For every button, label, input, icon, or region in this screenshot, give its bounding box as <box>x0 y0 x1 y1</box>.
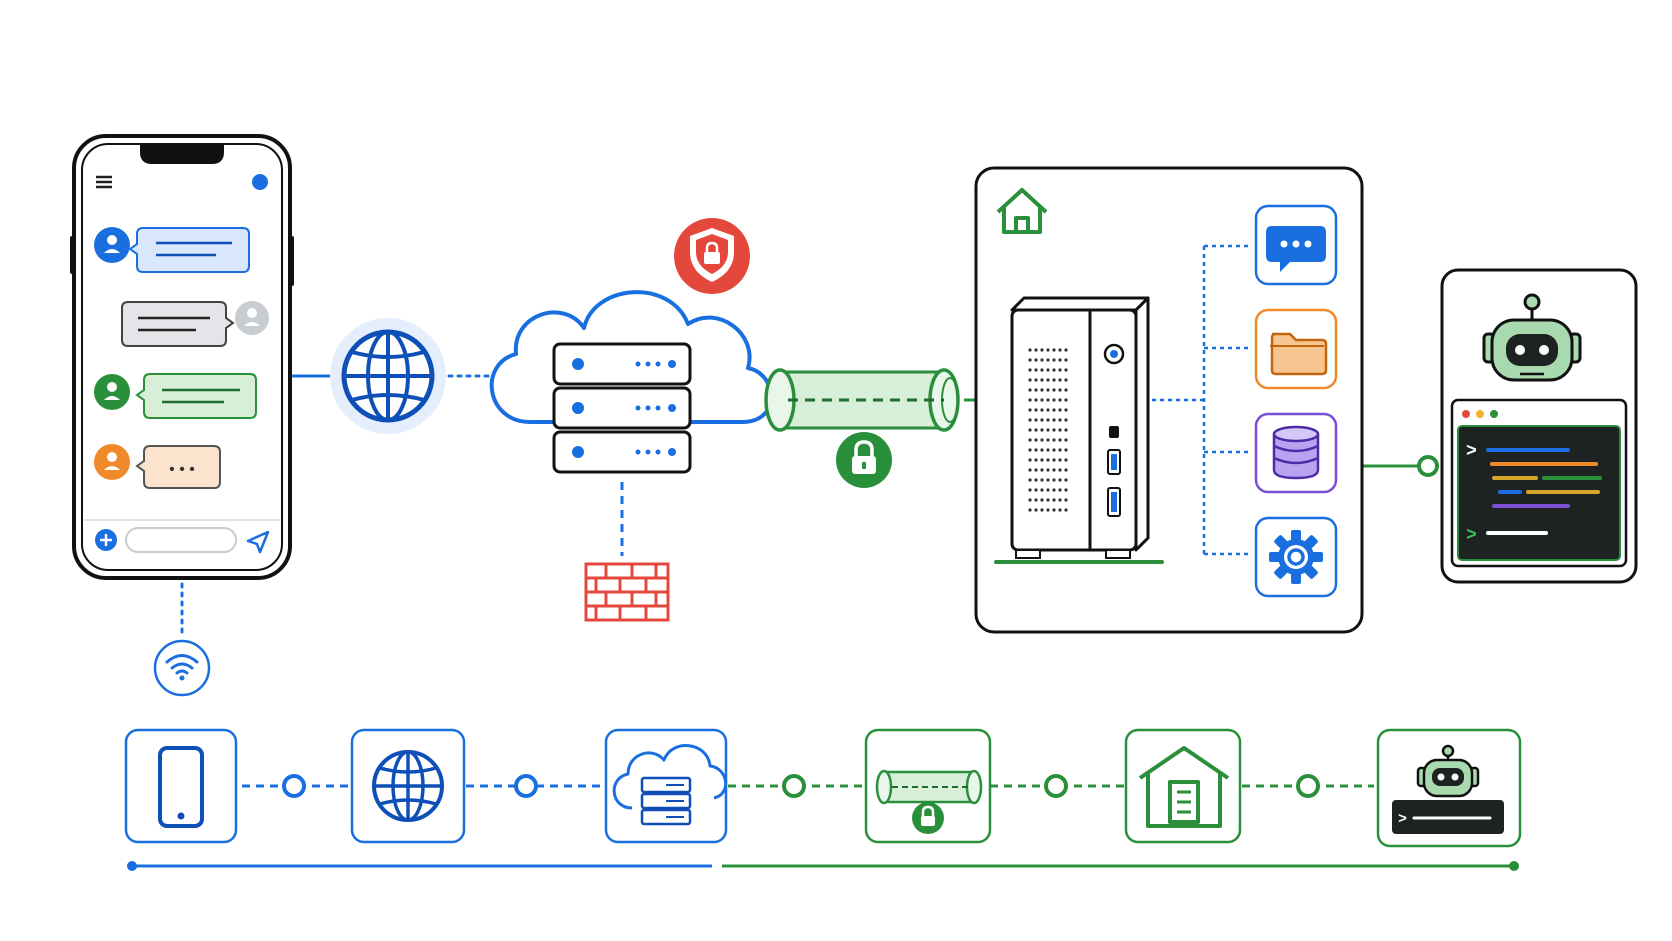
chat-message-2 <box>121 301 269 347</box>
service-tree <box>1152 244 1252 556</box>
flow-baseline <box>127 861 1519 871</box>
send-icon[interactable] <box>246 530 270 554</box>
globe-icon <box>372 750 444 822</box>
flow-step-internet <box>350 728 466 844</box>
menu-icon[interactable] <box>96 175 112 189</box>
robot-icon <box>1416 744 1480 798</box>
terminal-icon: > > <box>1450 398 1628 568</box>
chat-icon <box>1266 226 1326 272</box>
message-input[interactable] <box>125 527 237 553</box>
smartphone: • • • <box>70 134 294 580</box>
vpn-tunnel-icon <box>764 368 960 488</box>
flow-step-tunnel <box>864 728 992 844</box>
home-server-icon <box>1138 746 1230 828</box>
firewall-icon <box>584 562 670 622</box>
smartphone-icon <box>158 746 204 828</box>
server-rack <box>552 342 692 474</box>
terminal-prompt-2: > <box>1466 526 1477 546</box>
add-button[interactable] <box>95 529 117 551</box>
folder-icon <box>1270 332 1328 376</box>
lock-icon <box>836 432 892 488</box>
globe-icon <box>330 318 446 434</box>
home-robot-link-node <box>1417 455 1439 477</box>
chat-service-tile[interactable] <box>1254 204 1338 286</box>
nas-server-icon <box>994 296 1164 564</box>
database-service-tile[interactable] <box>1254 412 1338 494</box>
home-icon <box>996 188 1048 234</box>
home-network-panel <box>974 166 1364 634</box>
flow-step-home <box>1124 728 1242 844</box>
chat-message-3 <box>94 373 257 419</box>
settings-service-tile[interactable] <box>1254 516 1338 598</box>
gear-icon <box>1269 530 1323 584</box>
database-icon <box>1272 425 1320 480</box>
typing-indicator: • • • <box>169 461 195 478</box>
ai-agent-panel: > > <box>1440 268 1638 584</box>
robot-icon <box>1482 293 1582 382</box>
flow-summary: > <box>124 728 1522 871</box>
vpn-tunnel-icon <box>875 769 983 834</box>
flow-step-agent: > <box>1376 728 1522 848</box>
files-service-tile[interactable] <box>1254 308 1338 390</box>
flow-step-phone <box>124 728 238 844</box>
shield-lock-icon <box>674 218 750 294</box>
terminal-icon: > <box>1392 800 1504 834</box>
status-dot <box>252 174 268 190</box>
chat-message-1 <box>94 227 250 273</box>
terminal-prompt: > <box>1466 442 1477 462</box>
cloud-server-icon <box>612 744 727 826</box>
cloud-server-icon <box>489 290 774 474</box>
terminal-prompt-3: > <box>1398 811 1407 828</box>
flow-step-cloud <box>604 728 728 844</box>
wifi-icon <box>153 639 211 697</box>
chat-message-4: • • • <box>94 444 221 489</box>
